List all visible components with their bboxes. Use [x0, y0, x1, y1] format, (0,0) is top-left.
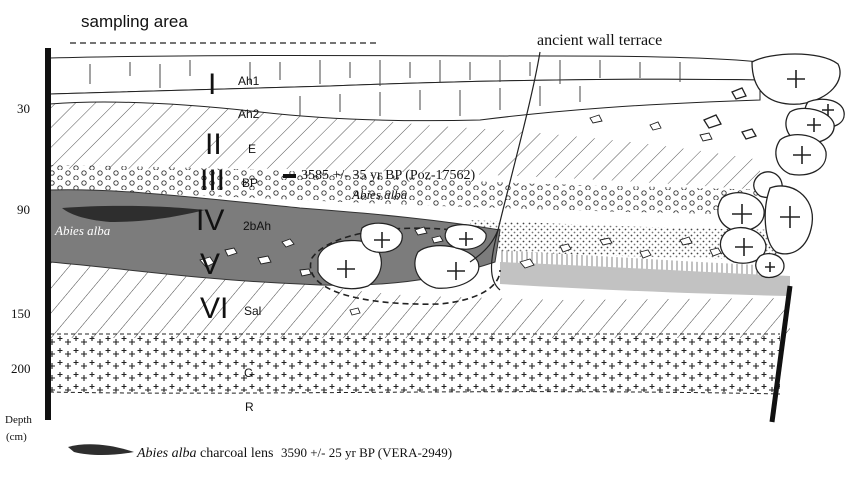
horizon-code-2bah: 2bAh [243, 220, 271, 232]
legend-species: Abies alba [137, 446, 197, 461]
ancient-wall-terrace-label: ancient wall terrace [537, 33, 662, 49]
legend-description: charcoal lens [200, 446, 273, 461]
horizon-numeral-iv: IV [196, 206, 224, 236]
depth-tick-150: 150 [11, 307, 31, 320]
depth-axis-label: Depth [5, 415, 32, 426]
wall-stone [718, 193, 764, 231]
horizon-code-c: C [244, 367, 253, 379]
depth-axis-bar [45, 48, 51, 420]
sampling-area-label: sampling area [81, 13, 188, 30]
depth-tick-90: 90 [17, 203, 30, 216]
horizon-code-r: R [245, 401, 254, 413]
horizon-numeral-v: V [200, 250, 220, 280]
wall-stone [765, 186, 812, 254]
date-annotation-poz: 3585 +/- 35 yr BP (Poz-17562) [301, 169, 475, 183]
depth-tick-200: 200 [11, 362, 31, 375]
horizon-numeral-iii: III [200, 166, 225, 196]
layer-c [50, 334, 780, 392]
horizon-code-bp: BP [242, 177, 258, 189]
legend-charcoal-symbol [68, 444, 134, 455]
horizon-numeral-vi: VI [200, 294, 228, 324]
depth-axis-unit: (cm) [6, 432, 27, 443]
horizon-code-sal: Sal [244, 305, 261, 317]
horizon-code-ah1: Ah1 [238, 75, 259, 87]
horizon-numeral-i: I [208, 70, 216, 100]
legend-date: 3590 +/- 25 yr BP (VERA-2949) [281, 445, 452, 460]
abies-alba-upper-label: Abies alba [352, 188, 407, 201]
horizon-code-ah2: Ah2 [238, 108, 259, 120]
legend-text: Abies alba charcoal lens 3590 +/- 25 yr … [137, 446, 452, 461]
horizon-code-e: E [248, 143, 256, 155]
abies-alba-left-label: Abies alba [55, 224, 110, 237]
horizon-numeral-ii: II [205, 130, 222, 160]
depth-tick-30: 30 [17, 102, 30, 115]
